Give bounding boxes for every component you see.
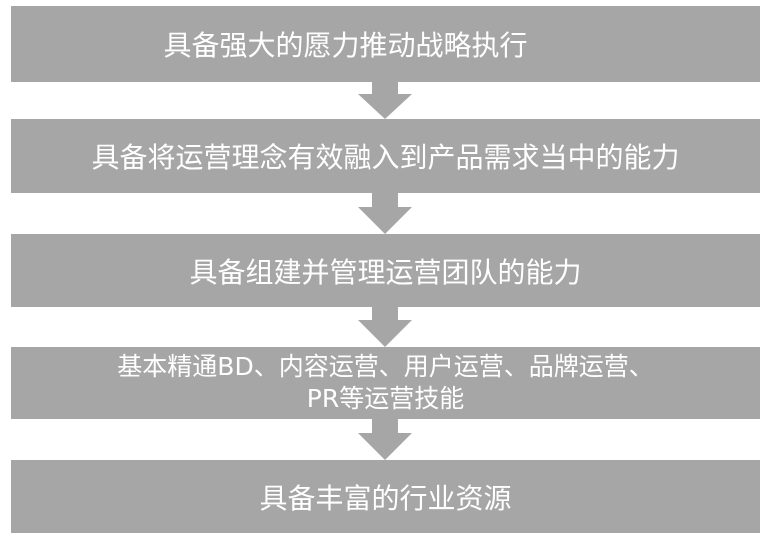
step-label-1: 具备强大的愿力推动战略执行: [163, 29, 528, 62]
step-box-3: 具备组建并管理运营团队的能力: [11, 234, 760, 307]
down-arrow-icon: [358, 193, 412, 234]
step-label-3: 具备组建并管理运营团队的能力: [189, 255, 582, 289]
down-arrow-icon: [358, 419, 412, 460]
step-box-2: 具备将运营理念有效融入到产品需求当中的能力: [11, 119, 760, 193]
step-box-5: 具备丰富的行业资源: [11, 460, 760, 533]
step-label-5: 具备丰富的行业资源: [259, 481, 512, 515]
down-arrow-icon: [358, 307, 412, 347]
step-box-4: 基本精通BD、内容运营、用户运营、品牌运营、 PR等运营技能: [11, 347, 760, 419]
step-box-1: 具备强大的愿力推动战略执行: [11, 6, 760, 82]
step-label-4: 基本精通BD、内容运营、用户运营、品牌运营、 PR等运营技能: [117, 352, 654, 413]
down-arrow-icon: [358, 82, 412, 119]
step-label-2: 具备将运营理念有效融入到产品需求当中的能力: [91, 141, 680, 174]
